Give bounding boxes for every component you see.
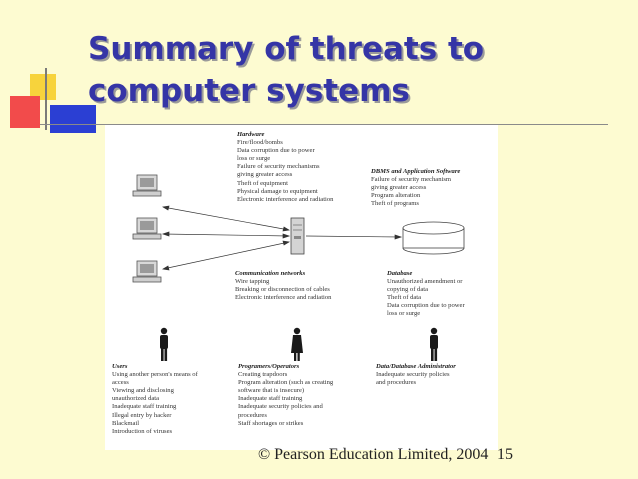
title-line-1: Summary of threats to bbox=[88, 31, 485, 67]
decor-red-square bbox=[10, 96, 40, 128]
decor-horizontal-line bbox=[40, 124, 608, 125]
threats-diagram: Hardware Fire/flood/bombs Data corruptio… bbox=[105, 125, 498, 450]
database-heading: Database bbox=[387, 270, 413, 277]
threat-item: Data corruption due to power bbox=[237, 147, 315, 155]
threat-item: Theft of data bbox=[387, 294, 422, 302]
threat-item: loss or surge bbox=[237, 155, 271, 163]
threat-item: Creating trapdoors bbox=[238, 371, 288, 379]
threat-item: Failure of security mechanism bbox=[371, 176, 452, 184]
page-number: 15 bbox=[497, 446, 513, 463]
threat-item: Unauthorized amendment or bbox=[387, 278, 463, 286]
threat-item: access bbox=[112, 379, 129, 387]
diagram-graphics bbox=[132, 174, 465, 361]
person-icon bbox=[291, 327, 303, 361]
threat-item: giving greater access bbox=[237, 171, 293, 179]
slide-title: Summary of threats to computer systems bbox=[88, 28, 608, 112]
communication-threats: Communication networks Wire tapping Brea… bbox=[235, 270, 331, 302]
title-line-2: computer systems bbox=[88, 73, 410, 109]
decor-vertical-line bbox=[45, 68, 47, 130]
users-heading: Users bbox=[112, 363, 128, 370]
decor-yellow-square bbox=[30, 74, 56, 100]
dbms-heading: DBMS and Application Software bbox=[371, 168, 461, 175]
threat-item: software that is insecure) bbox=[238, 387, 305, 395]
person-icon bbox=[160, 327, 168, 361]
terminal-icon bbox=[132, 217, 162, 240]
threat-item: loss or surge bbox=[387, 310, 421, 318]
hardware-threats: Hardware Fire/flood/bombs Data corruptio… bbox=[237, 131, 333, 204]
programmers-threats: Programers/Operators Creating trapdoors … bbox=[238, 363, 333, 428]
threat-item: giving greater access bbox=[371, 184, 427, 192]
threat-item: unauthorized data bbox=[112, 395, 160, 403]
copyright-footer: © Pearson Education Limited, 2004 bbox=[258, 446, 489, 463]
threat-item: Inadequate staff training bbox=[238, 395, 303, 403]
database-threats: Database Unauthorized amendment or copyi… bbox=[387, 270, 465, 319]
threat-item: copying of data bbox=[387, 286, 429, 294]
threat-item: Viewing and disclosing bbox=[112, 387, 174, 395]
connection-arrows bbox=[161, 205, 403, 271]
threat-item: Program alteration bbox=[371, 192, 421, 200]
server-tower-icon bbox=[290, 217, 305, 255]
threat-item: Program alteration (such as creating bbox=[238, 379, 334, 387]
threat-item: Using another person's means of bbox=[112, 371, 198, 379]
terminal-icon bbox=[132, 260, 162, 283]
threat-item: Theft of programs bbox=[371, 200, 419, 208]
threat-item: Blackmail bbox=[112, 419, 140, 427]
decor-blue-square bbox=[50, 105, 96, 133]
threat-item: Data corruption due to power bbox=[387, 302, 465, 310]
users-threats: Users Using another person's means of ac… bbox=[112, 363, 198, 436]
threat-item: Illegal entry by hacker bbox=[112, 411, 172, 419]
hardware-heading: Hardware bbox=[237, 131, 265, 138]
threat-item: Physical damage to equipment bbox=[237, 187, 318, 195]
threat-item: Fire/flood/bombs bbox=[237, 139, 283, 147]
threat-item: Inadequate staff training bbox=[112, 403, 177, 411]
threat-item: Theft of equipment bbox=[237, 179, 288, 187]
threat-item: Inadequate security policies bbox=[376, 371, 450, 379]
threat-item: procedures bbox=[238, 411, 267, 419]
threat-item: and procedures bbox=[376, 379, 417, 387]
threat-item: Electronic interference and radiation bbox=[237, 195, 334, 203]
dba-threats: Data/Database Administrator Inadequate s… bbox=[376, 363, 456, 387]
threat-item: Staff shortages or strikes bbox=[238, 419, 304, 427]
threat-item: Failure of security mechanisms bbox=[237, 163, 320, 171]
person-icon bbox=[430, 327, 438, 361]
terminal-icon bbox=[132, 174, 162, 197]
threat-item: Breaking or disconnection of cables bbox=[235, 286, 330, 294]
communication-heading: Communication networks bbox=[235, 270, 306, 277]
threat-item: Wire tapping bbox=[235, 278, 270, 286]
threat-item: Inadequate security policies and bbox=[238, 403, 323, 411]
threat-item: Electronic interference and radiation bbox=[235, 294, 332, 302]
database-cylinder-icon bbox=[402, 221, 465, 255]
threat-item: Introduction of viruses bbox=[112, 427, 173, 435]
dbms-threats: DBMS and Application Software Failure of… bbox=[371, 168, 460, 208]
programmers-heading: Programers/Operators bbox=[238, 363, 300, 370]
dba-heading: Data/Database Administrator bbox=[376, 363, 456, 370]
